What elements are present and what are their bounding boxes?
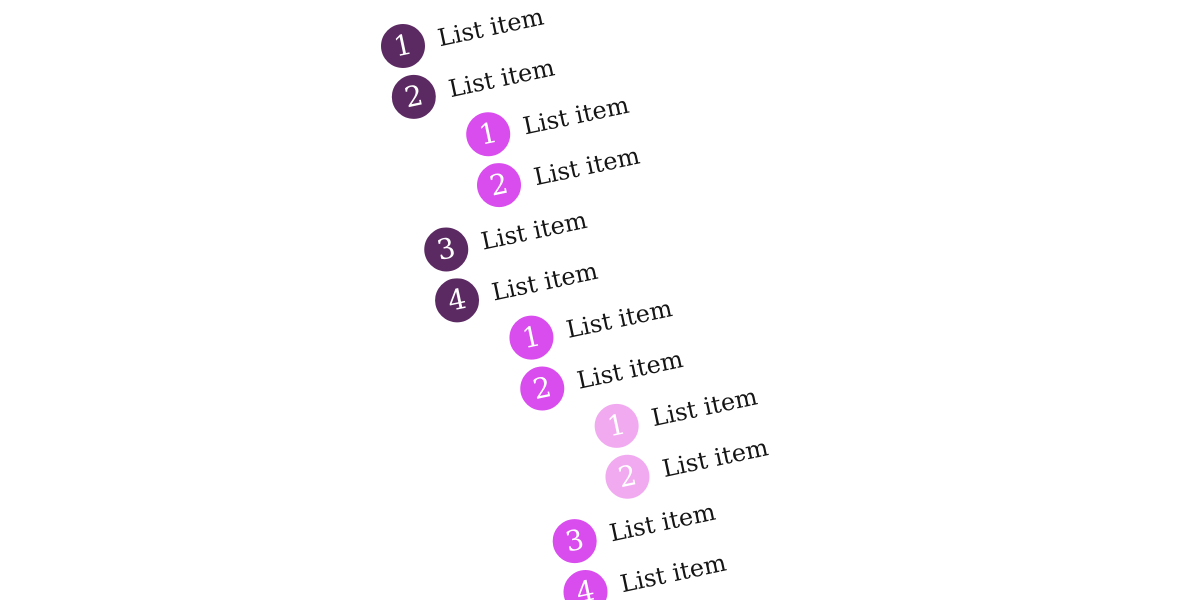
list-number-badge: 1 [462,108,515,161]
list-number-badge: 4 [559,565,612,600]
list-number-badge: 3 [548,515,601,568]
list-number-badge: 2 [387,70,440,123]
list-number-badge: 2 [601,450,654,503]
list-number-badge: 1 [505,311,558,364]
list-number-badge: 3 [420,223,473,276]
list-number-badge: 2 [472,158,526,212]
list-number-badge: 1 [376,19,430,73]
list-item-label: List item [617,548,729,599]
list-number-badge: 1 [590,399,643,452]
list-number-badge: 4 [430,274,484,327]
list-number-badge: 2 [516,362,569,415]
